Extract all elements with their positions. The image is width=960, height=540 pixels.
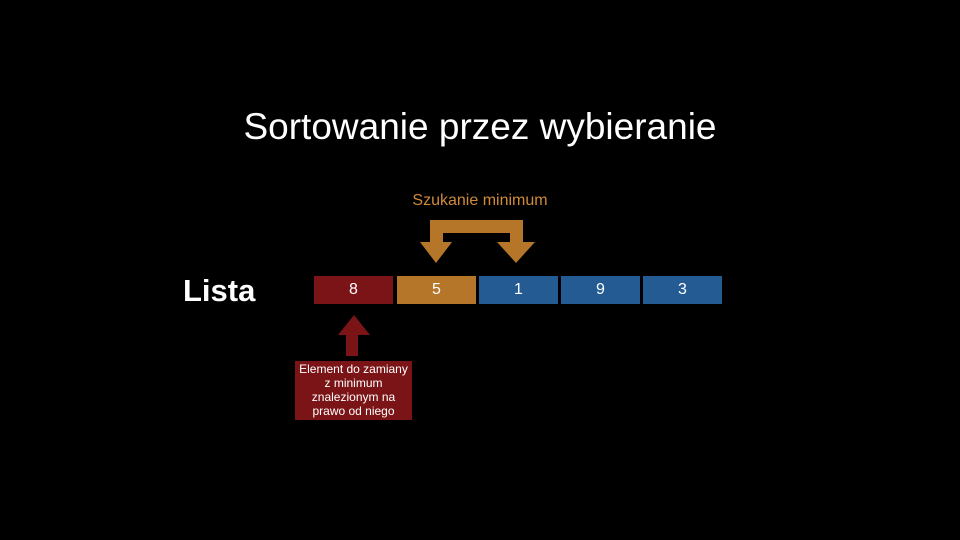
- list-cell: 3: [643, 276, 722, 304]
- list-cell-current: 8: [314, 276, 393, 304]
- search-range-arrow-icon: [420, 220, 535, 263]
- up-arrow-icon: [338, 315, 370, 356]
- list-cell-compared: 5: [397, 276, 476, 304]
- list-cell: 9: [561, 276, 640, 304]
- slide-title: Sortowanie przez wybieranie: [243, 106, 717, 147]
- list-cell: 1: [479, 276, 558, 304]
- list-label: Lista: [183, 273, 256, 308]
- swap-element-note: Element do zamiany z minimum znalezionym…: [295, 361, 412, 420]
- search-minimum-label: Szukanie minimum: [412, 192, 548, 209]
